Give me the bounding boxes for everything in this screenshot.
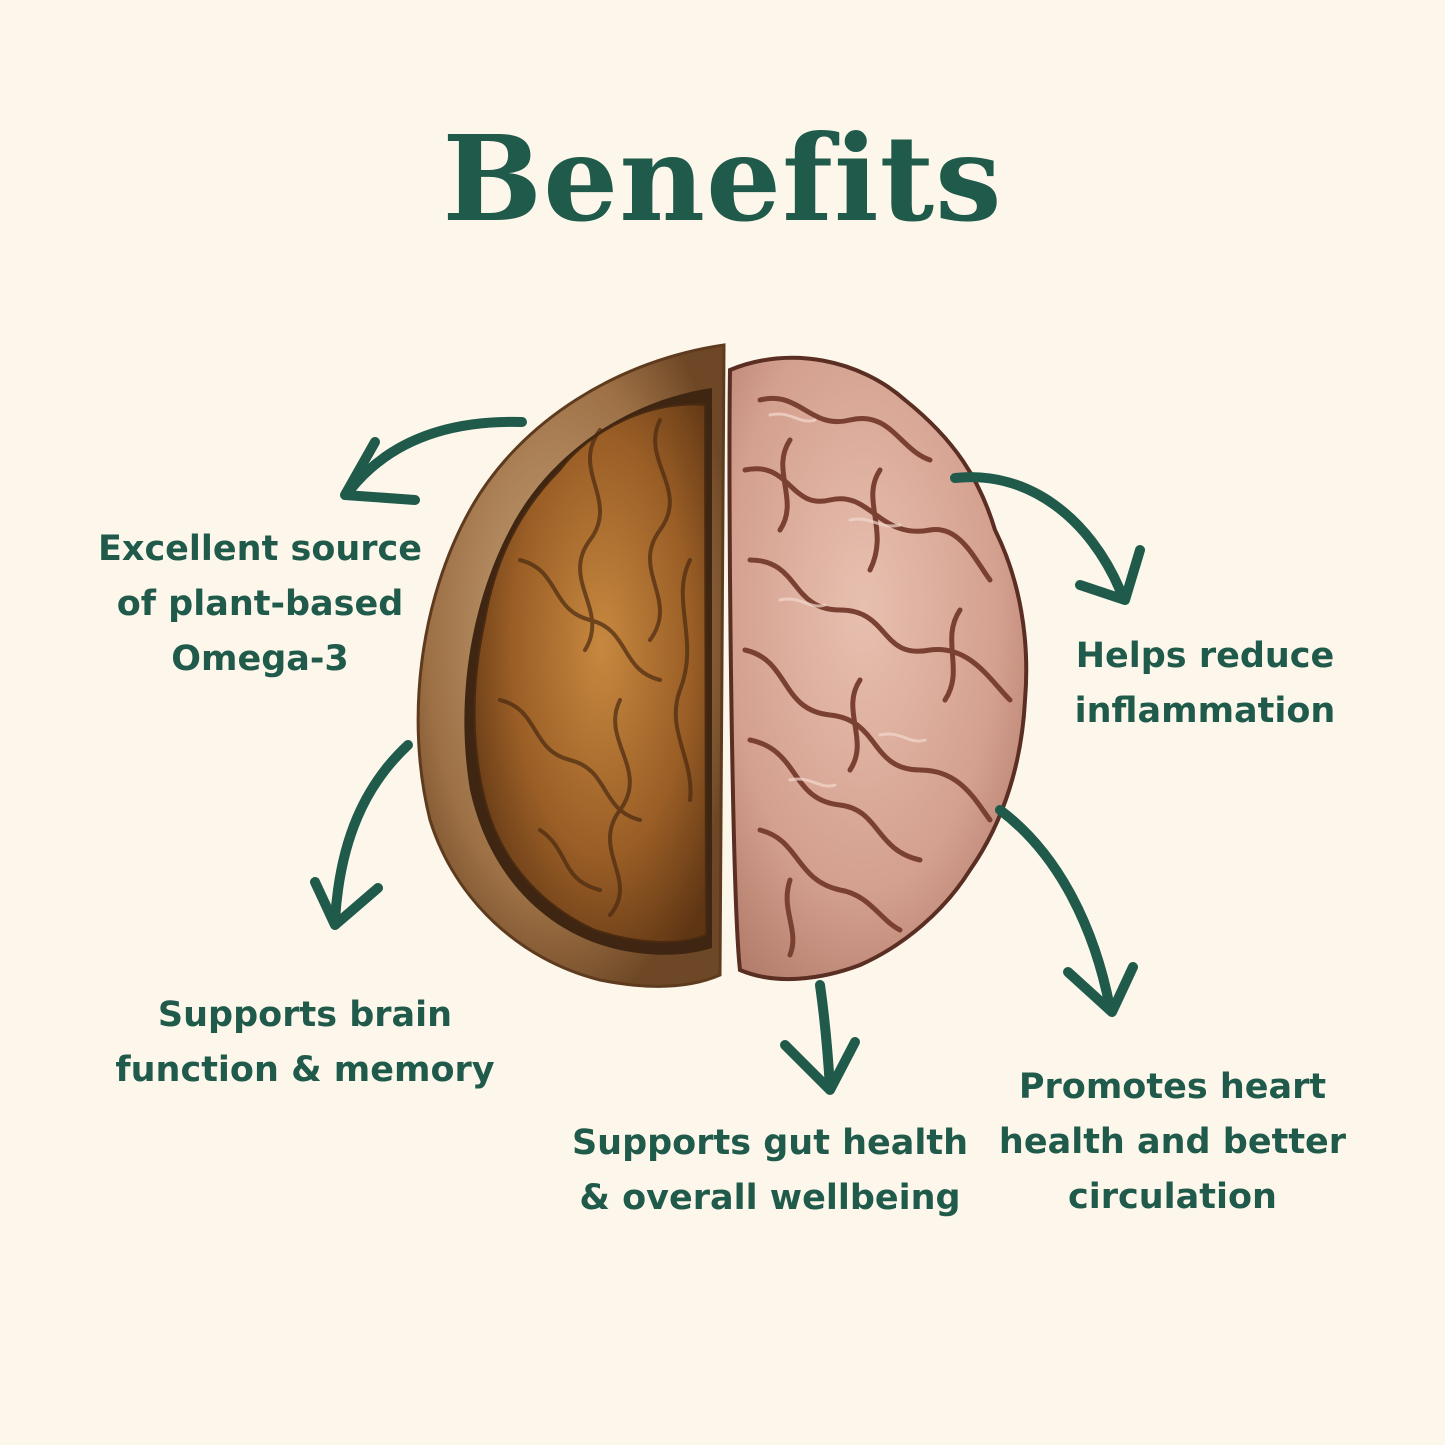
brain-gyri: [742, 395, 1013, 958]
page-title: Benefits: [442, 109, 1003, 248]
arrow-to-omega3: [340, 416, 527, 505]
kernel-folds: [498, 418, 693, 917]
walnut-half-illustration: [416, 343, 726, 988]
benefit-gut-health-label: Supports gut health & overall wellbeing: [571, 1123, 969, 1218]
benefit-omega3-label: Excellent source of plant-based Omega-3: [97, 529, 423, 679]
brain-half-illustration: [727, 355, 1029, 982]
benefit-heart-health-label: Promotes heart health and better circula…: [998, 1067, 1347, 1217]
benefit-brain-function-label: Supports brain function & memory: [115, 995, 495, 1090]
walnut-kernel: [473, 403, 708, 943]
arrow-to-inflammation: [950, 472, 1145, 605]
arrow-to-gut-health: [780, 980, 860, 1095]
brain-highlights: [768, 412, 927, 788]
benefit-inflammation-label: Helps reduce inflammation: [1074, 636, 1336, 731]
brain-hemisphere: [727, 355, 1029, 982]
arrow-to-heart-health: [995, 805, 1138, 1017]
arrow-to-brain-function: [310, 740, 413, 930]
